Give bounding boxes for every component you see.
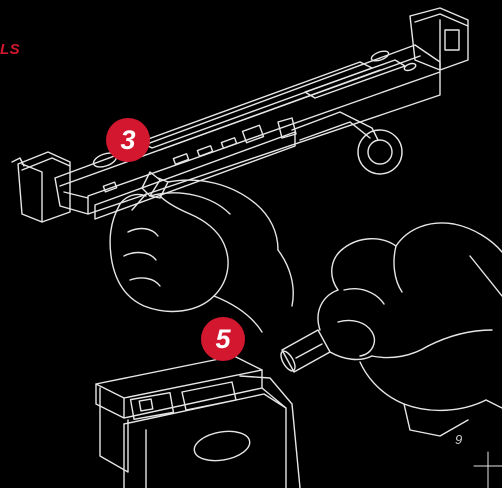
- hand-plugging-cable-illustration: [109, 171, 294, 333]
- hand-holding-connector-illustration: [280, 222, 502, 437]
- step-number-badge: 5: [201, 317, 245, 361]
- page-number: 9: [455, 432, 463, 447]
- section-heading-fragment: LS: [0, 41, 21, 58]
- step-number-badge: 3: [106, 118, 150, 162]
- device-with-port-illustration: [95, 355, 301, 488]
- crop-mark: [473, 451, 502, 488]
- docking-bar-illustration: [11, 7, 469, 223]
